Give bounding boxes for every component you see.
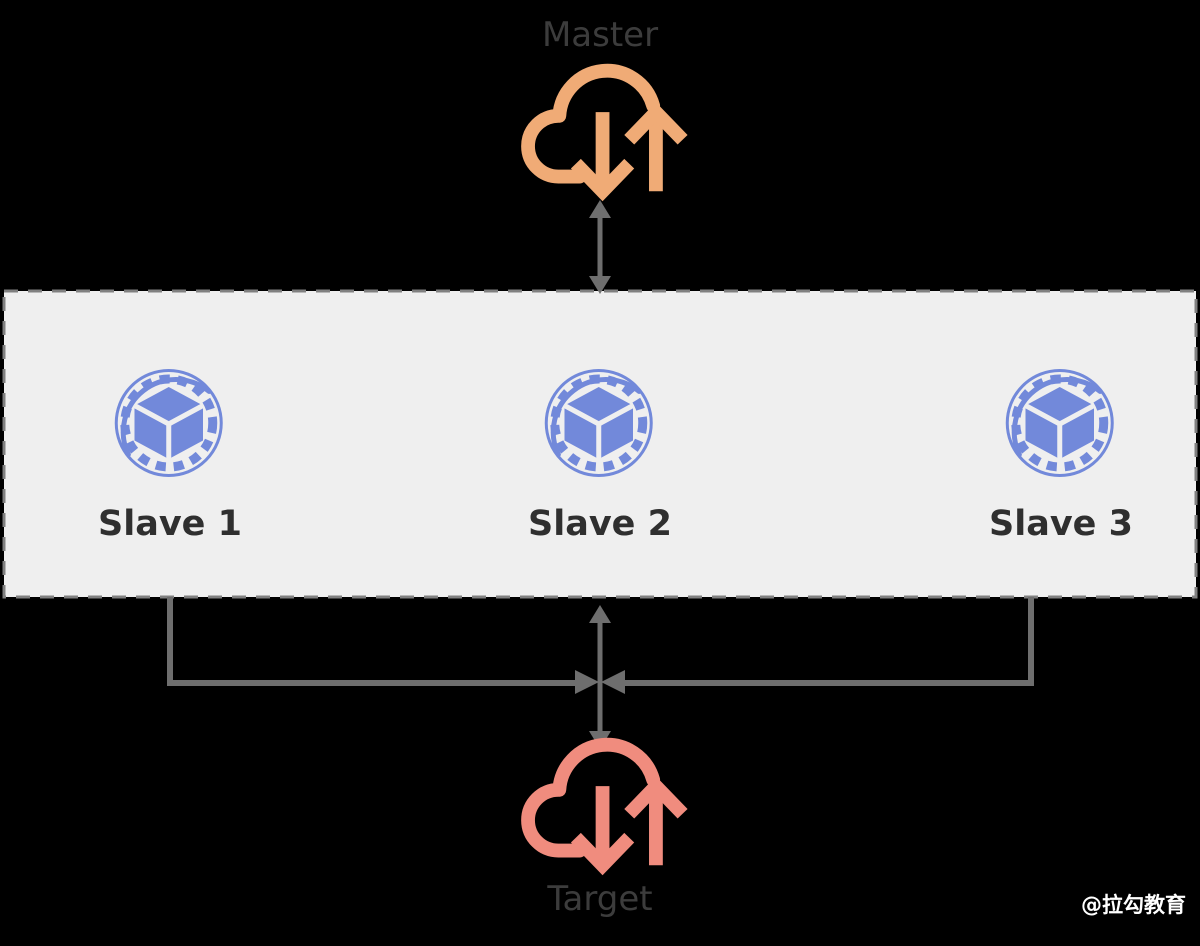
cube-node-icon	[544, 369, 653, 477]
slave-node-1[interactable]: Slave 1	[98, 359, 242, 544]
watermark: @拉勾教育	[1081, 893, 1186, 917]
cube-node-icon	[114, 369, 223, 477]
master-cloud-transfer-icon	[528, 71, 683, 192]
target-cloud-transfer-icon	[528, 745, 683, 866]
connector-slave-bracket	[167, 597, 1034, 686]
slave-node-2-label: Slave 2	[528, 504, 672, 544]
connector-cluster-to-target	[589, 605, 611, 749]
slave-node-2[interactable]: Slave 2	[528, 359, 672, 544]
slave-node-3[interactable]: Slave 3	[989, 359, 1133, 544]
bracket-junction-arrowheads	[575, 670, 625, 694]
master-label: Master	[542, 15, 658, 55]
connector-master-to-cluster	[589, 200, 611, 294]
target-label: Target	[546, 879, 652, 919]
slave-node-3-label: Slave 3	[989, 504, 1133, 544]
cube-node-icon	[1005, 369, 1114, 477]
slave-node-1-label: Slave 1	[98, 504, 242, 544]
